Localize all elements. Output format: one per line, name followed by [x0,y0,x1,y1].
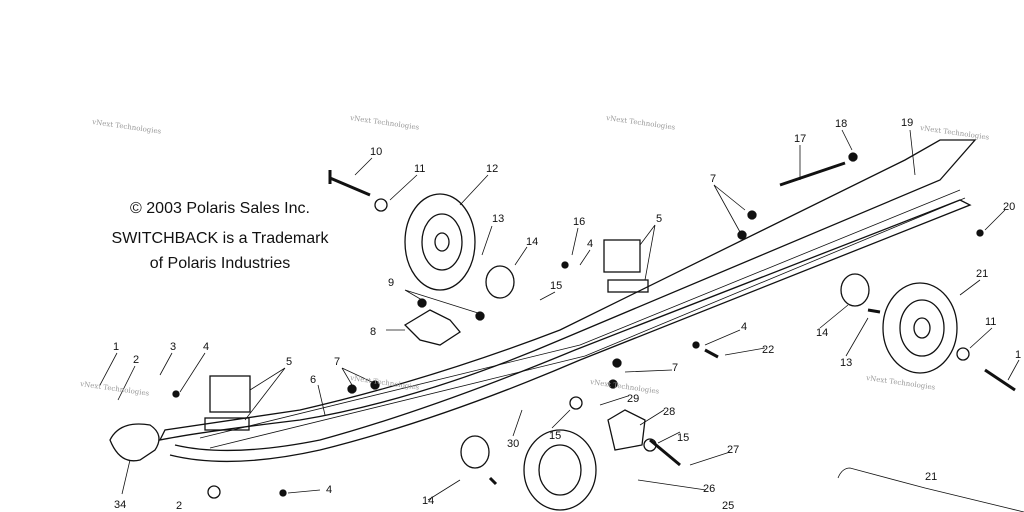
callout-9: 9 [388,277,394,289]
watermark: vNext Technologies [919,124,990,142]
callout-11: 11 [414,163,425,175]
callout-30: 30 [507,438,519,450]
callout-7: 7 [334,356,340,368]
watermark: vNext Technologies [605,114,676,132]
idler-wheel [882,282,958,374]
callout-12: 12 [486,163,498,175]
callout-18: 18 [835,118,847,130]
rail-lower [169,199,972,463]
callout-19: 19 [901,117,913,129]
idler-wheel [404,193,476,291]
callout-2: 2 [133,354,139,366]
callout-13: 13 [840,357,852,369]
pivot-arm [607,409,646,451]
callout-16: 16 [573,216,585,228]
callout-10: 10 [370,146,382,158]
watermark: vNext Technologies [91,118,162,136]
callout-6: 6 [310,374,316,386]
callout-15: 15 [549,430,561,442]
callout-15: 15 [550,280,562,292]
callout-29: 29 [627,393,639,405]
callout-3: 3 [170,341,176,353]
callout-11: 11 [985,316,996,328]
callout-13: 13 [492,213,504,225]
callout-7: 7 [672,362,678,374]
callout-28: 28 [663,406,675,418]
copyright-text: © 2003 Polaris Sales Inc. [130,200,310,217]
rail-upper [158,139,977,441]
trademark-text-line1: SWITCHBACK is a Trademark [111,230,329,247]
callout-4: 4 [741,321,747,333]
callout-22: 22 [762,344,774,356]
callout-15: 15 [677,432,689,444]
callout-7: 7 [710,173,716,185]
callout-4: 4 [326,484,332,496]
callout-8: 8 [370,326,376,338]
callout-27: 27 [727,444,739,456]
idler-wheel [523,429,597,511]
callout-2: 2 [176,500,182,512]
callout-labels: 10 11 12 13 14 15 16 4 5 9 8 7 6 5 4 3 2… [113,117,1021,512]
watermark: vNext Technologies [79,380,150,398]
callout-5: 5 [656,213,662,225]
callout-5: 5 [286,356,292,368]
callout-21: 21 [925,471,937,483]
callout-14: 14 [526,236,538,248]
watermark: vNext Technologies [349,114,420,132]
watermark: vNext Technologies [589,378,660,396]
trademark-text-line2: of Polaris Industries [149,255,291,272]
callout-25: 25 [722,500,734,512]
callout-17: 17 [794,133,806,145]
callout-14: 14 [816,327,828,339]
callout-21: 21 [976,268,988,280]
callout-14: 14 [422,495,434,507]
callout-1: 1 [1015,349,1021,361]
rail-tip [109,423,160,462]
bracket [403,309,461,346]
watermark: vNext Technologies [865,374,936,392]
callout-4: 4 [203,341,209,353]
callout-1: 1 [113,341,119,353]
callout-4: 4 [587,238,593,250]
callout-26: 26 [703,483,715,495]
callout-20: 20 [1003,201,1015,213]
callout-34: 34 [114,499,126,511]
